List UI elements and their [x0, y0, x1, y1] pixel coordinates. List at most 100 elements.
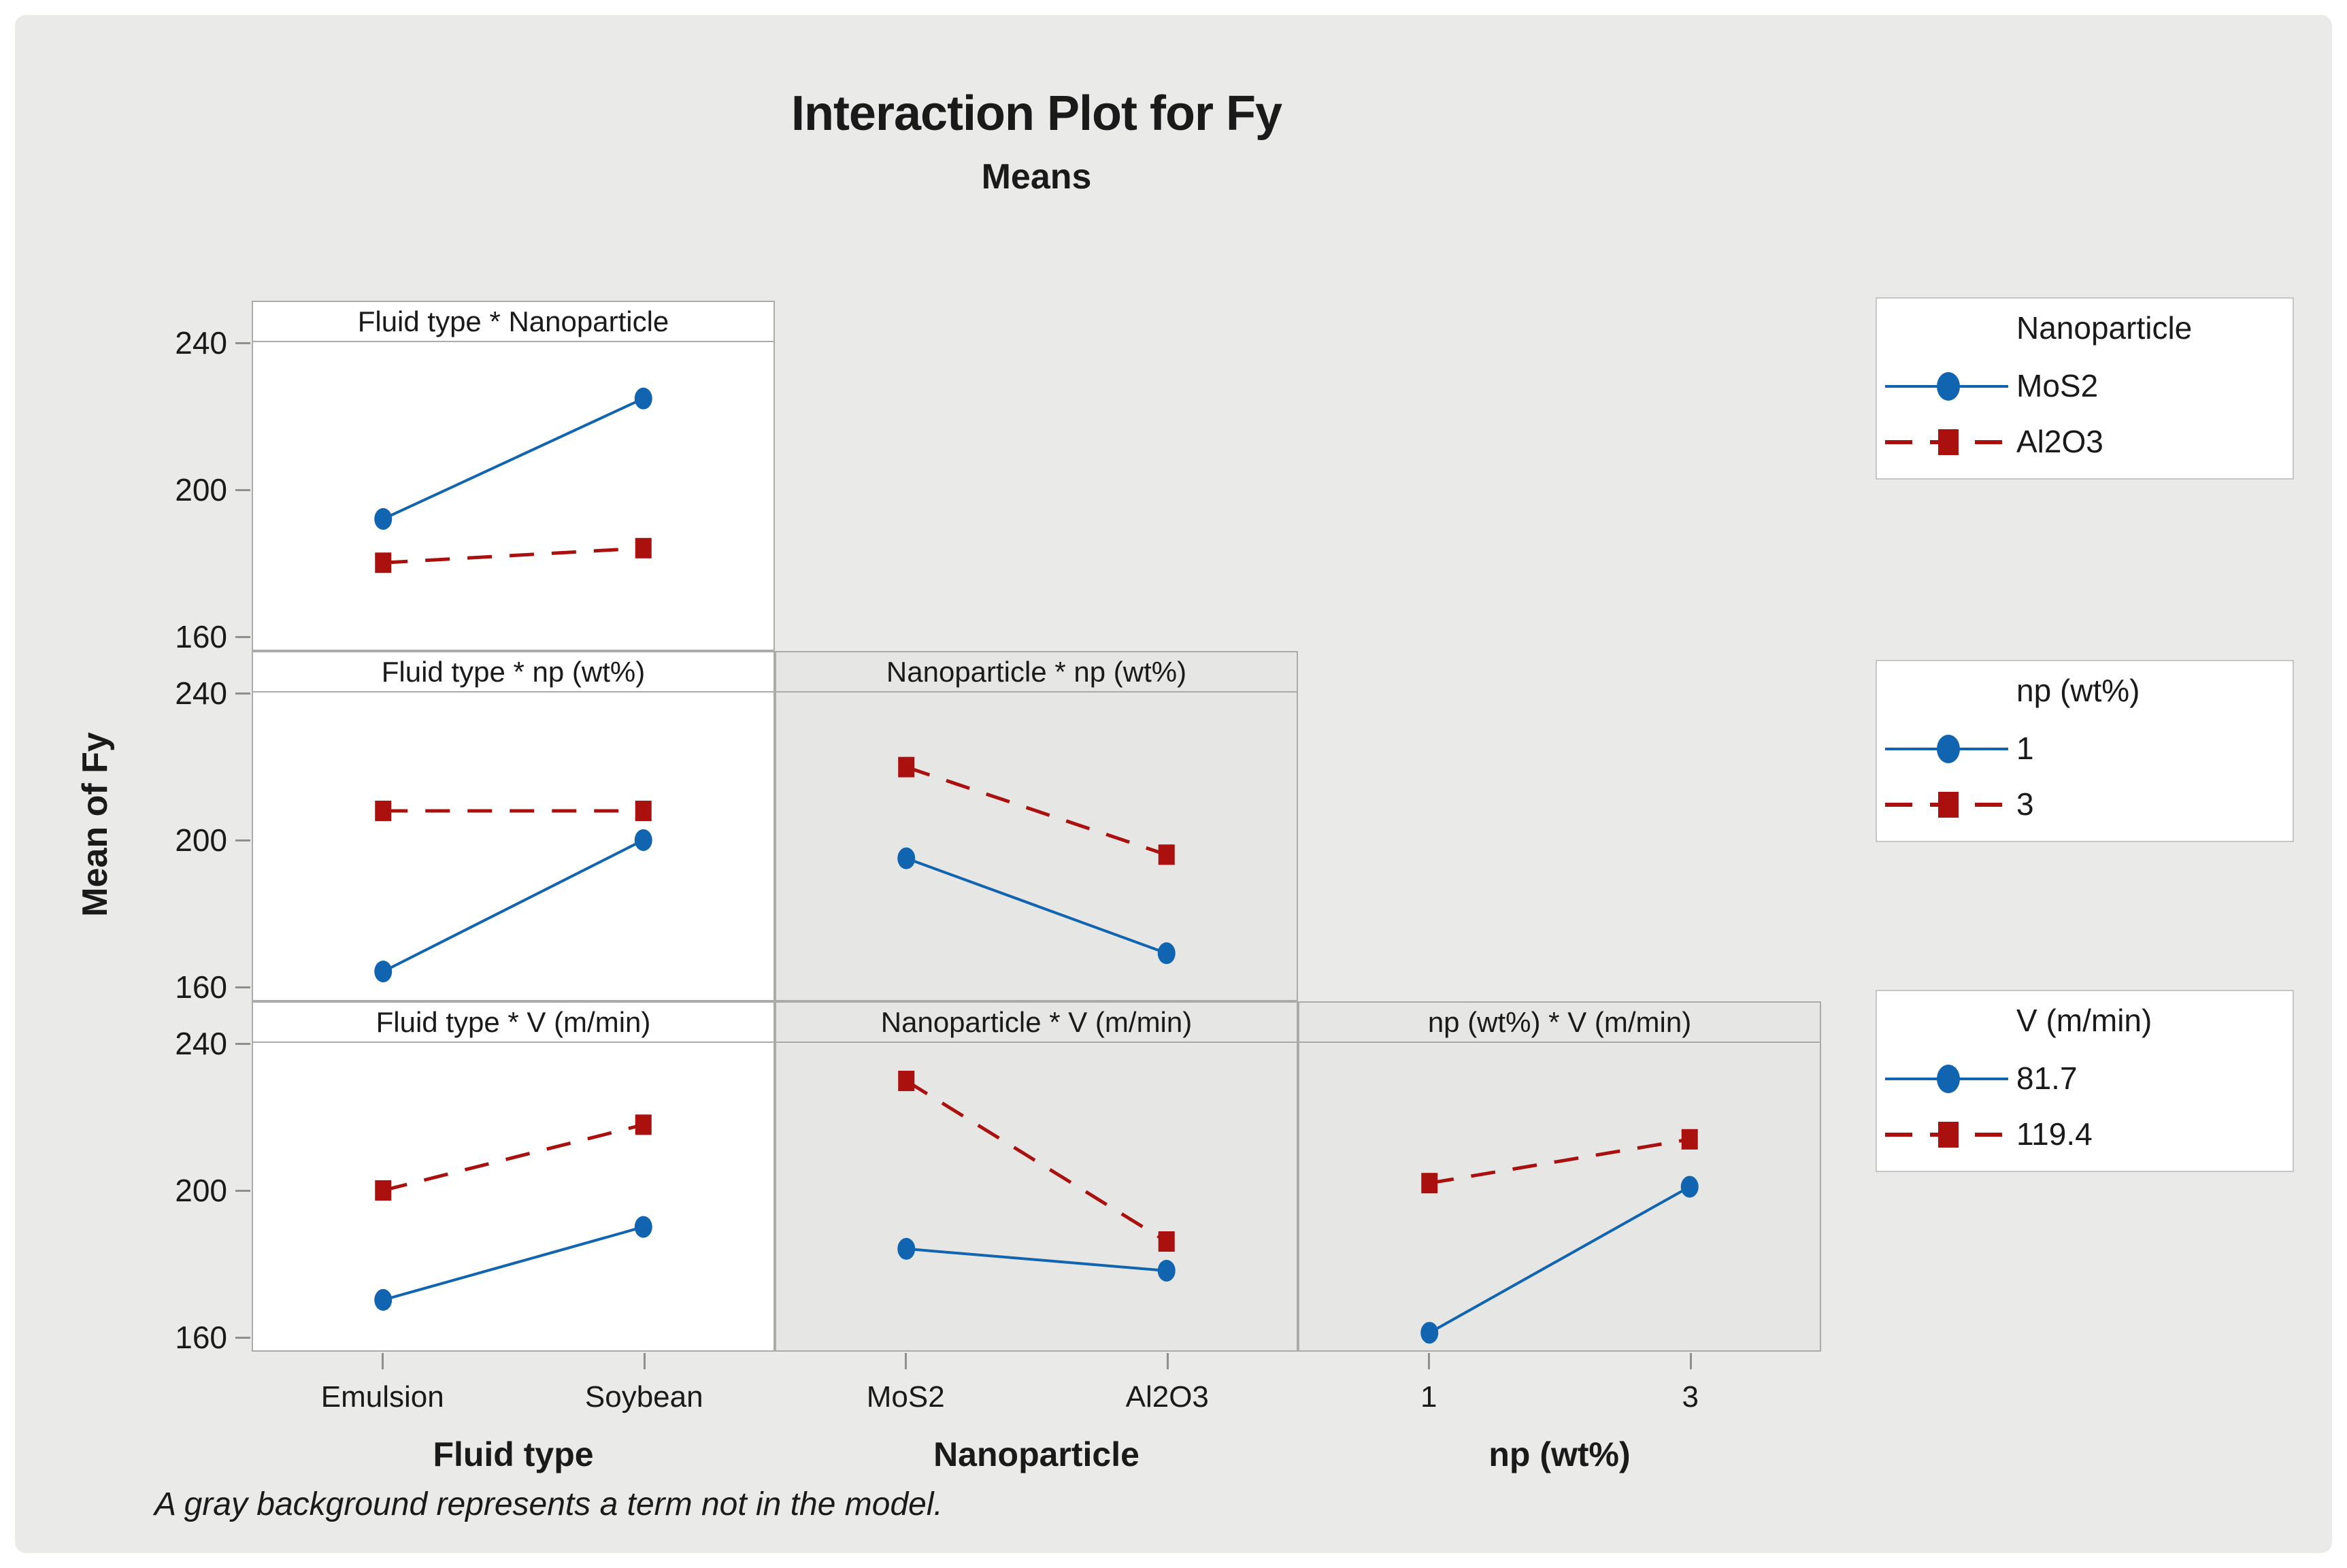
- x-tick-label-mos2: MoS2: [866, 1380, 945, 1414]
- legend-sample-mos2: [1885, 372, 2008, 401]
- panel-plot-area: [776, 1041, 1297, 1282]
- data-point-square: [1158, 1231, 1175, 1252]
- data-point-circle: [1157, 942, 1176, 965]
- x-tick-label-3: 3: [1682, 1380, 1699, 1414]
- data-point-square: [375, 801, 392, 822]
- series-line-81-7: [382, 1225, 644, 1301]
- y-tick-mark: [235, 1042, 250, 1045]
- x-tick-mark: [905, 1353, 908, 1369]
- x-tick-label-soybean: Soybean: [584, 1380, 703, 1414]
- data-point-circle: [374, 961, 393, 983]
- footnote: A gray background represents a term not …: [154, 1486, 943, 1522]
- data-point-circle: [897, 1237, 916, 1260]
- panel-title: Fluid type * np (wt%): [381, 656, 646, 688]
- x-tick-label-1: 1: [1420, 1380, 1437, 1414]
- x-tick-label-emulsion: Emulsion: [320, 1380, 444, 1414]
- legend-sample-119-4: [1885, 1122, 2008, 1148]
- series-line-1: [382, 839, 644, 973]
- data-point-square: [898, 756, 915, 778]
- panel-plot-area: [253, 691, 773, 983]
- panel-plot-area: [253, 341, 773, 573]
- data-point-square: [898, 1070, 915, 1091]
- data-point-square: [1158, 844, 1175, 865]
- series-line-119-4: [905, 1079, 1168, 1244]
- data-point-circle: [634, 387, 652, 410]
- data-point-square: [635, 801, 652, 822]
- data-point-square: [1681, 1129, 1698, 1150]
- x-group-label-fluid-type: Fluid type: [433, 1435, 594, 1473]
- x-group-label-nanoparticle: Nanoparticle: [933, 1435, 1139, 1473]
- y-tick-mark: [235, 636, 250, 639]
- y-tick-label: 240: [175, 1025, 227, 1061]
- data-point-circle: [1157, 1259, 1176, 1282]
- series-line-al2o3: [383, 546, 644, 565]
- x-group-label-np-wt: np (wt%): [1488, 1435, 1631, 1473]
- legend-sample-al2o3: [1885, 429, 2008, 455]
- data-point-circle: [374, 1288, 393, 1311]
- y-tick-label: 200: [175, 822, 227, 858]
- data-point-circle: [634, 1216, 652, 1238]
- legend-label-1: 1: [2016, 731, 2034, 766]
- x-tick-mark: [1689, 1353, 1692, 1369]
- x-tick-mark: [382, 1353, 384, 1369]
- panel-title: np (wt%) * V (m/min): [1427, 1006, 1692, 1038]
- data-point-square: [375, 1180, 392, 1201]
- x-tick-mark: [1428, 1353, 1431, 1369]
- y-tick-label: 240: [175, 675, 227, 711]
- series-line-3: [905, 765, 1167, 856]
- chart-subtitle: Means: [981, 157, 1092, 197]
- panel-fluid-type-nanoparticle: Fluid type * Nanoparticle: [252, 301, 775, 651]
- data-point-square: [635, 1114, 652, 1135]
- y-tick-mark: [235, 692, 250, 695]
- series-line-mos2: [382, 397, 644, 520]
- panel-plot-area: [253, 1041, 773, 1311]
- panel-plot-area: [1299, 1041, 1820, 1344]
- data-point-circle: [1420, 1322, 1439, 1344]
- legend-sample-1: [1885, 735, 2008, 763]
- legend-v-m-min: V (m/min) 81.7 119.4: [1876, 990, 2294, 1172]
- panel-title: Fluid type * V (m/min): [376, 1006, 651, 1038]
- legend-label-mos2: MoS2: [2016, 368, 2099, 403]
- series-line-1: [905, 856, 1167, 955]
- x-tick-mark: [1166, 1353, 1169, 1369]
- data-point-square: [1421, 1173, 1438, 1194]
- y-tick-label: 160: [175, 619, 227, 655]
- legend-title: V (m/min): [2016, 1003, 2152, 1038]
- legend-label-al2o3: Al2O3: [2016, 424, 2103, 459]
- panel-title: Fluid type * Nanoparticle: [357, 305, 669, 337]
- series-line-119-4: [1429, 1137, 1691, 1185]
- y-tick-mark: [235, 986, 250, 989]
- panel-nanoparticle-v-m-min: Nanoparticle * V (m/min): [775, 1001, 1298, 1352]
- y-tick-mark: [235, 1337, 250, 1339]
- graph-canvas: Interaction Plot for Fy Means Mean of Fy…: [15, 15, 2332, 1553]
- data-point-circle: [374, 507, 393, 530]
- legend-label-119-4: 119.4: [2016, 1116, 2093, 1152]
- panel-plot-area: [776, 691, 1297, 965]
- chart-title: Interaction Plot for Fy: [790, 86, 1282, 141]
- data-point-square: [635, 537, 652, 558]
- legend-title: np (wt%): [2016, 673, 2140, 708]
- data-point-circle: [897, 847, 916, 869]
- y-tick-label: 160: [175, 1320, 227, 1356]
- y-tick-mark: [235, 1190, 250, 1192]
- legend-sample-3: [1885, 792, 2008, 818]
- panel-title: Nanoparticle * np (wt%): [886, 656, 1187, 688]
- panel-nanoparticle-np-wt: Nanoparticle * np (wt%): [775, 651, 1298, 1001]
- series-line-119-4: [382, 1122, 644, 1192]
- legend-label-81-7: 81.7: [2016, 1061, 2078, 1096]
- y-tick-label: 200: [175, 1173, 227, 1209]
- series-line-81-7: [906, 1247, 1167, 1272]
- legend-label-3: 3: [2016, 786, 2034, 822]
- y-tick-label: 240: [175, 324, 227, 361]
- panel-fluid-type-v-m-min: Fluid type * V (m/min): [252, 1001, 775, 1352]
- y-tick-mark: [235, 839, 250, 842]
- x-tick-mark: [643, 1353, 646, 1369]
- title-block: Interaction Plot for Fy Means: [252, 86, 1821, 197]
- data-point-circle: [1680, 1175, 1699, 1198]
- legend-sample-81-7: [1885, 1065, 2008, 1093]
- series-line-81-7: [1429, 1185, 1691, 1334]
- data-point-circle: [634, 829, 652, 851]
- x-tick-label-al2o3: Al2O3: [1125, 1380, 1209, 1414]
- y-tick-mark: [235, 489, 250, 492]
